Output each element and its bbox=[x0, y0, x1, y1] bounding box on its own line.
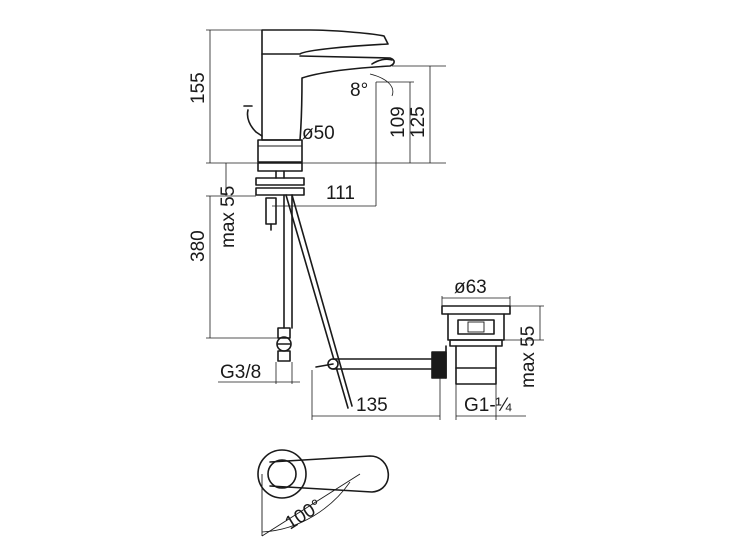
label-waste-thread: G1-¼ bbox=[464, 395, 513, 416]
label-spout-reach: 111 bbox=[326, 183, 355, 204]
fixing-nut bbox=[255, 162, 305, 231]
label-rod-length: 135 bbox=[356, 395, 388, 416]
label-hose-thread: G3/8 bbox=[220, 362, 261, 383]
dimension-lines bbox=[206, 29, 544, 420]
popup-rod bbox=[285, 194, 441, 409]
label-waste-thickness: max 55 bbox=[518, 326, 539, 388]
label-waste-diameter: ø63 bbox=[454, 277, 487, 298]
label-faucet-height: 155 bbox=[188, 72, 209, 104]
faucet-body bbox=[243, 29, 395, 163]
popup-waste bbox=[431, 305, 511, 385]
label-spout-angle: 8° bbox=[350, 80, 368, 101]
label-base-diameter: ø50 bbox=[302, 123, 335, 144]
label-hose-length: 380 bbox=[188, 230, 209, 262]
label-deck-thickness: max 55 bbox=[218, 186, 239, 248]
plan-view bbox=[257, 449, 390, 537]
label-spout-height-high: 125 bbox=[408, 106, 429, 138]
label-handle-rotation: 100° bbox=[282, 496, 326, 535]
label-spout-height-low: 109 bbox=[388, 106, 409, 138]
flex-hose bbox=[276, 194, 293, 362]
